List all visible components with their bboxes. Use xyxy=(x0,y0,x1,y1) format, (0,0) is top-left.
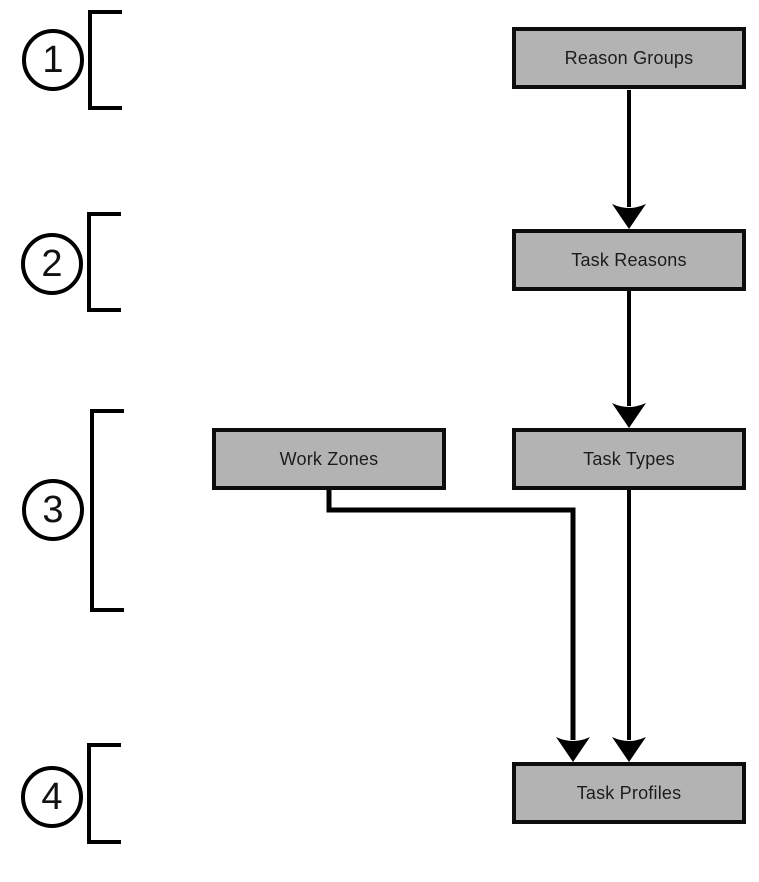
step-bracket-3 xyxy=(90,409,124,612)
step-number-4: 4 xyxy=(41,776,63,818)
step-bracket-2 xyxy=(87,212,121,312)
step-bracket-4 xyxy=(87,743,121,844)
edge-task-reasons-to-task-types xyxy=(612,291,646,428)
step-circle-3: 3 xyxy=(22,479,84,541)
step-bracket-1 xyxy=(88,10,122,110)
step-number-1: 1 xyxy=(42,39,64,81)
node-work-zones: Work Zones xyxy=(212,428,446,490)
step-circle-4: 4 xyxy=(21,766,83,828)
node-task-types: Task Types xyxy=(512,428,746,490)
edge-task-types-to-task-profiles xyxy=(612,489,646,762)
step-circle-1: 1 xyxy=(22,29,84,91)
node-task-profiles: Task Profiles xyxy=(512,762,746,824)
node-task-reasons: Task Reasons xyxy=(512,229,746,291)
edge-work-zones-to-task-profiles xyxy=(326,489,590,762)
edge-reason-groups-to-task-reasons xyxy=(612,90,646,229)
step-number-2: 2 xyxy=(41,243,63,285)
node-reason-groups: Reason Groups xyxy=(512,27,746,89)
step-circle-2: 2 xyxy=(21,233,83,295)
step-number-3: 3 xyxy=(42,489,64,531)
